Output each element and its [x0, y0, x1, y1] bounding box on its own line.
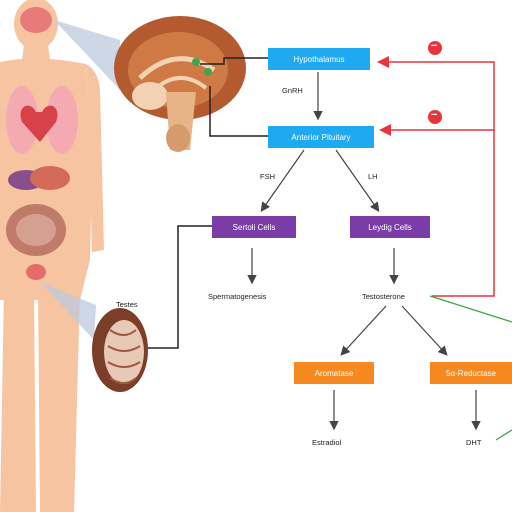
feedback-minus-2 [428, 110, 442, 124]
green-pathway [429, 295, 512, 323]
hypothalamus-box: Hypothalamus [268, 48, 370, 70]
human-body-icon [0, 0, 104, 512]
five-alpha-reductase-box: 5α-Reductase [430, 362, 512, 384]
green-pathway-dht [495, 429, 512, 441]
testis-icon [92, 308, 148, 392]
hypothalamus-connector [200, 57, 268, 65]
anterior-pituitary-box: Anterior Pituitary [268, 126, 374, 148]
spermatogenesis-label: Spermatogenesis [208, 292, 267, 301]
minus-sign-1: − [431, 40, 438, 52]
arrow-lh [335, 149, 380, 212]
arrow-to-reductase [401, 305, 448, 356]
sertoli-cells-box: Sertoli Cells [212, 216, 296, 238]
pituitary-connector [209, 86, 268, 137]
fsh-label: FSH [260, 172, 275, 181]
dht-label: DHT [466, 438, 482, 447]
testis-connector [148, 225, 212, 349]
leydig-cells-box: Leydig Cells [350, 216, 430, 238]
arrow-to-aromatase [340, 305, 387, 356]
feedback-line [377, 56, 495, 297]
brain-icon [114, 16, 246, 152]
estradiol-label: Estradiol [312, 438, 342, 447]
feedback-minus-1 [428, 41, 442, 55]
aromatase-box: Aromatase [294, 362, 374, 384]
brain-callout [54, 20, 120, 90]
arrow-fsh [260, 149, 305, 212]
lh-label: LH [368, 172, 378, 181]
minus-sign-2: − [431, 109, 438, 121]
testes-label: Testes [116, 300, 138, 309]
gnrh-label: GnRH [282, 86, 303, 95]
testes-callout [40, 282, 96, 340]
testosterone-label: Testosterone [362, 292, 405, 301]
